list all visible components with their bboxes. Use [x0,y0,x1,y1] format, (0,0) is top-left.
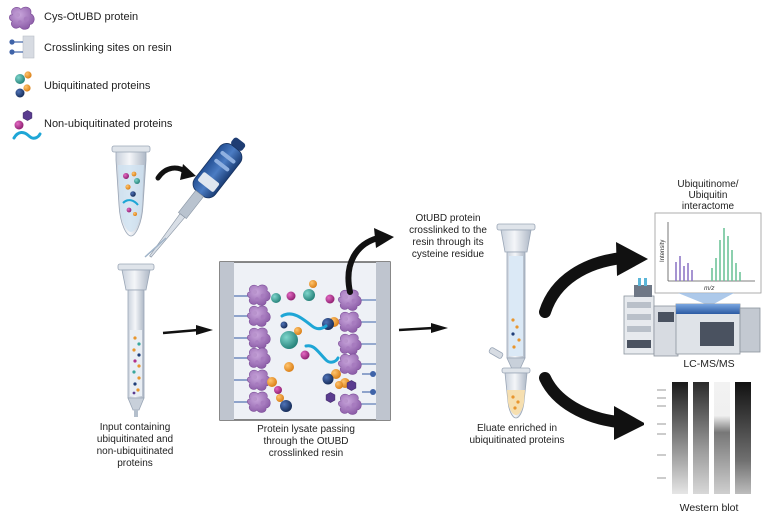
caption-lysate-line3: crosslinked resin [268,448,344,459]
blot-lane-2 [693,382,709,494]
caption-lcms: LC-MS/MS [683,358,735,370]
blot-lane-4 [735,382,751,494]
caption-input-line2: ubiquitinated and [96,434,174,445]
caption-western: Western blot [679,502,739,514]
caption-input-line3: non-ubiquitinated [96,446,174,457]
caption-eluate: Eluate enriched in ubiquitinated protein… [458,423,576,447]
non-ubiquitinated-legend-icon [12,110,42,140]
ms-spectrum-panel: Intensity m/z [654,212,762,306]
caption-lysate-line1: Protein lysate passing [257,424,355,435]
caption-lysate: Protein lysate passing through the OtUBD… [238,424,374,460]
spectrum-xlabel: m/z [704,285,715,292]
caption-input-line4: proteins [117,458,153,469]
blot-lane-1 [672,382,688,494]
ubiquitinated-legend-icon [15,71,32,98]
spectrum-ylabel: Intensity [660,240,666,262]
caption-eluate-line1: Eluate enriched in [476,423,558,434]
legend-crosslink-label: Crosslinking sites on resin [44,42,172,54]
arrow-to-lcms [539,242,648,318]
caption-interactome-line1: Ubiquitinome/ [677,179,739,190]
arrow-to-eluate [398,323,448,333]
caption-lysate-line2: through the OtUBD [263,436,349,447]
legend [9,6,42,140]
blot-lane-3 [714,382,730,494]
lcms-instrument [623,278,761,357]
pipette [149,137,246,258]
caption-eluate-line2: ubiquitinated proteins [469,435,565,446]
caption-crosslink-line4: cysteine residue [411,249,485,260]
caption-interactome-line2: Ubiquitin [688,190,728,201]
caption-interactome-line3: interactome [681,201,735,212]
caption-interactome: Ubiquitinome/ Ubiquitin interactome [660,179,756,212]
crosslink-legend-icon [9,35,35,59]
caption-crosslink-line3: resin through its [412,237,484,248]
caption-input-line1: Input containing [99,422,171,433]
caption-input: Input containing ubiquitinated and non-u… [80,422,190,470]
arrow-to-western [539,372,646,440]
legend-non-ubiquitinated-label: Non-ubiquitinated proteins [44,118,173,130]
resin-box [219,261,391,421]
otubd-legend-icon [9,6,35,30]
input-column [117,263,155,417]
sample-tube [111,145,151,237]
western-blot [644,378,760,498]
caption-crosslink: OtUBD protein crosslinked to the resin t… [398,213,498,261]
legend-ubiquitinated-label: Ubiquitinated proteins [44,80,151,92]
arrow-to-resin [162,325,213,335]
caption-crosslink-line2: crosslinked to the [409,225,487,236]
legend-otubd-label: Cys-OtUBD protein [44,11,139,23]
eluate-column [488,223,536,419]
crosslink-callout-arrow [345,228,394,295]
caption-crosslink-line1: OtUBD protein [415,213,481,224]
pipette-tip [144,237,167,258]
